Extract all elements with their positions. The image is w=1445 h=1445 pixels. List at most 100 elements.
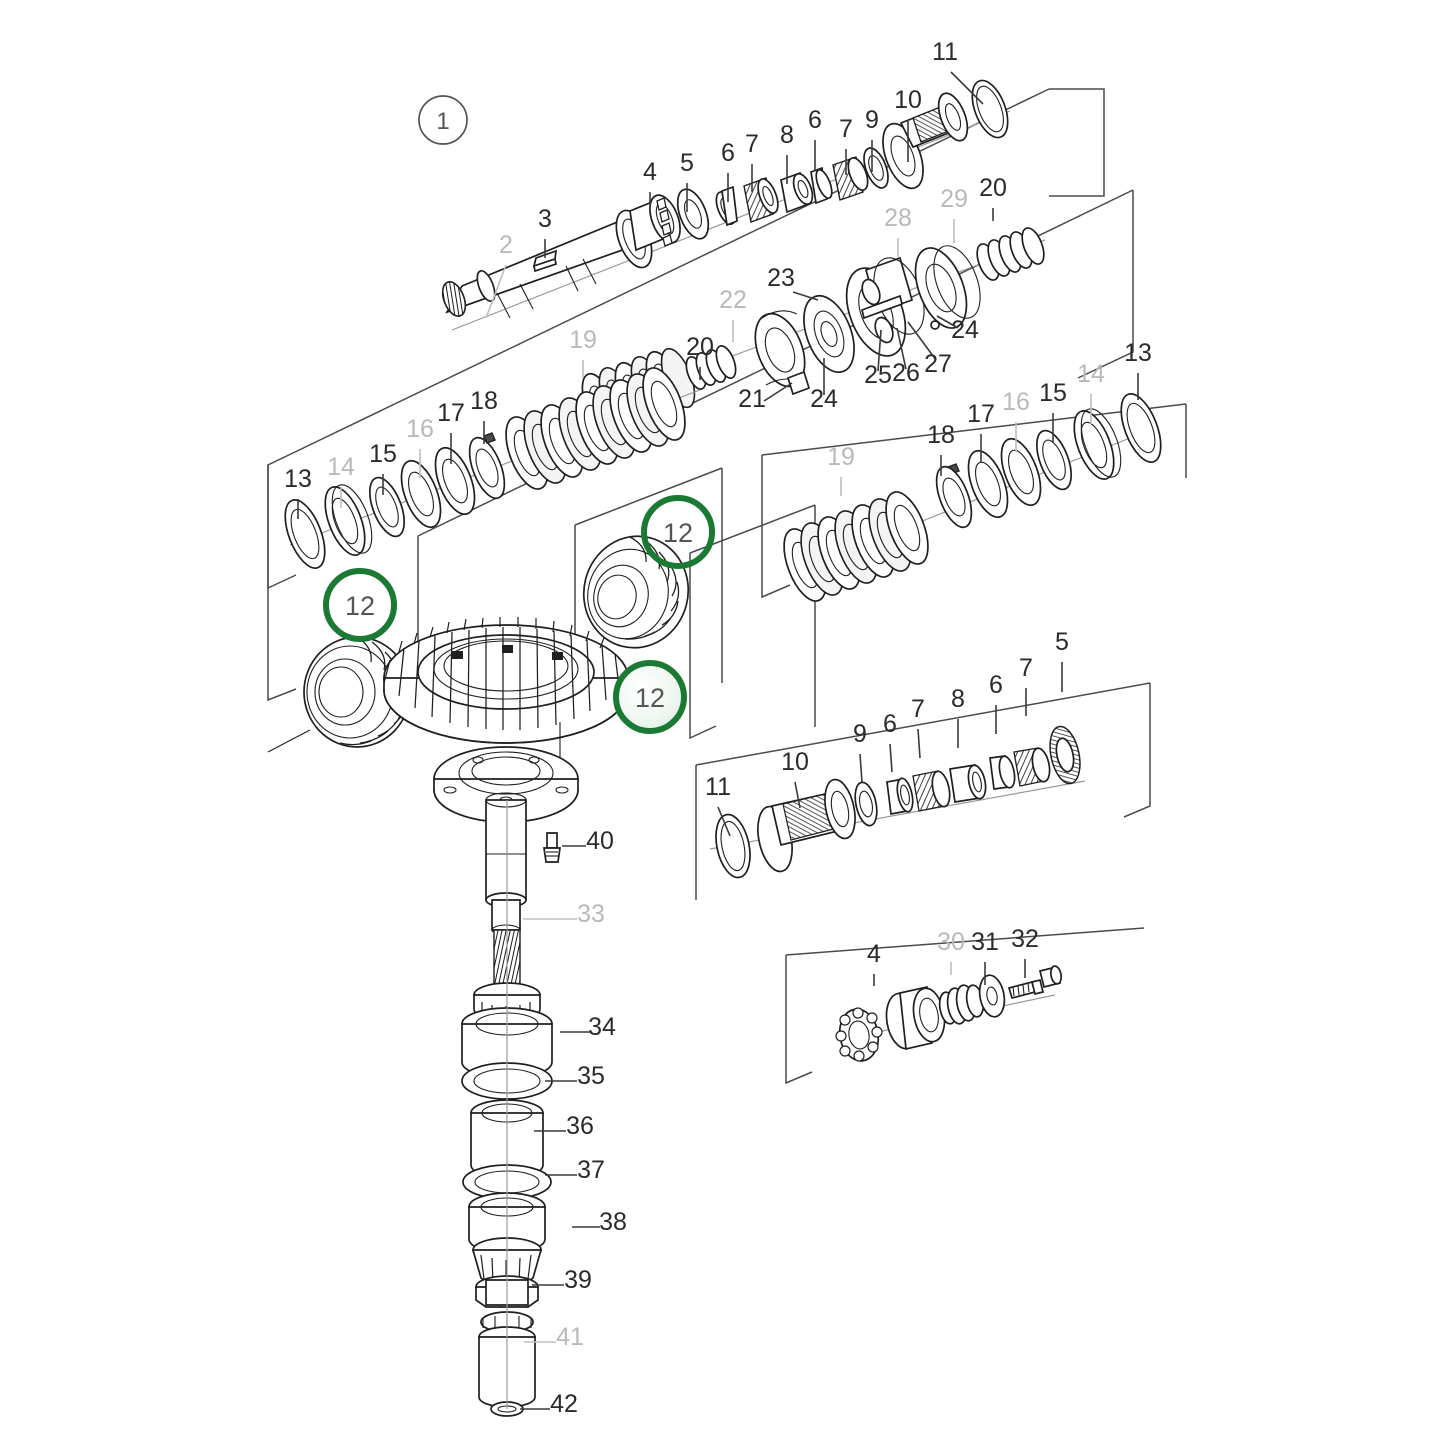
callout-leader bbox=[485, 264, 507, 319]
hub-column bbox=[461, 792, 561, 1417]
callout-leader bbox=[877, 329, 882, 372]
callout-label: 4 bbox=[867, 940, 881, 968]
callout-label: 24 bbox=[810, 385, 838, 413]
part-race-4b bbox=[885, 985, 946, 1051]
highlight-label: 12 bbox=[345, 591, 375, 621]
frame-left-pack bbox=[267, 465, 297, 702]
callout-label: 16 bbox=[1002, 388, 1030, 416]
callout-leader bbox=[917, 728, 921, 759]
callout-leader bbox=[792, 291, 819, 301]
callout-18: 18 bbox=[927, 421, 955, 476]
callout-6: 6 bbox=[883, 710, 897, 773]
callout-leader bbox=[794, 781, 801, 809]
callout-7: 7 bbox=[839, 115, 853, 175]
part-bolt-40 bbox=[543, 832, 561, 863]
callout-13: 13 bbox=[284, 465, 312, 519]
frame-right-pack-left bbox=[761, 455, 791, 599]
callout-label: 6 bbox=[721, 139, 735, 167]
callout-15: 15 bbox=[1039, 379, 1067, 443]
callout-24: 24 bbox=[810, 358, 838, 413]
callout-leader bbox=[717, 806, 731, 837]
callout-10: 10 bbox=[781, 748, 809, 809]
callout-label: 21 bbox=[738, 385, 766, 413]
part-spacer-6a bbox=[715, 185, 738, 227]
callout-label: 28 bbox=[884, 204, 912, 232]
callout-label: 8 bbox=[780, 121, 794, 149]
assembly-ref-label: 1 bbox=[436, 108, 449, 135]
callout-36: 36 bbox=[534, 1112, 594, 1140]
frame-diff-right bbox=[1077, 190, 1134, 379]
part-plate-23 bbox=[803, 294, 855, 374]
part-washer-31 bbox=[978, 974, 1006, 1018]
part-bearing-4 bbox=[615, 194, 681, 269]
callout-22: 22 bbox=[719, 286, 747, 342]
callout-11: 11 bbox=[705, 773, 731, 837]
frame-br-left bbox=[785, 955, 813, 1085]
callout-6: 6 bbox=[808, 106, 822, 170]
part-ring-9 bbox=[863, 147, 889, 189]
callout-leader bbox=[907, 321, 937, 361]
callout-label: 31 bbox=[971, 928, 999, 956]
frame-top-diagonal bbox=[294, 88, 1050, 453]
callout-16: 16 bbox=[1002, 388, 1030, 452]
callout-label: 15 bbox=[1039, 379, 1067, 407]
pinion-shaft-assembly bbox=[709, 725, 1086, 879]
callout-label: 16 bbox=[406, 415, 434, 443]
callout-6: 6 bbox=[989, 671, 1003, 734]
assembly-ref-circle: 1 bbox=[418, 95, 468, 145]
callout-21: 21 bbox=[738, 382, 793, 413]
highlight-ring bbox=[641, 495, 715, 569]
callout-label: 19 bbox=[827, 443, 855, 471]
callout-label: 18 bbox=[470, 387, 498, 415]
callout-14: 14 bbox=[327, 453, 355, 508]
callout-label: 34 bbox=[588, 1013, 616, 1041]
callout-label: 19 bbox=[569, 326, 597, 354]
callout-label: 3 bbox=[538, 205, 552, 233]
callout-29: 29 bbox=[940, 185, 968, 243]
part-cage-4b bbox=[835, 1007, 883, 1062]
callout-label: 20 bbox=[686, 333, 714, 361]
callout-label: 18 bbox=[927, 421, 955, 449]
clutch-pack-right bbox=[783, 393, 1162, 602]
callout-11: 11 bbox=[932, 38, 984, 105]
callout-label: 6 bbox=[989, 671, 1003, 699]
callout-38: 38 bbox=[572, 1208, 627, 1236]
part-snapring-11 bbox=[971, 79, 1009, 139]
callout-17: 17 bbox=[437, 399, 465, 464]
callout-label: 20 bbox=[979, 174, 1007, 202]
callout-27: 27 bbox=[907, 321, 952, 378]
callout-34: 34 bbox=[560, 1013, 616, 1041]
preload-group bbox=[835, 965, 1063, 1062]
callout-label: 27 bbox=[924, 350, 952, 378]
callout-20: 20 bbox=[979, 174, 1007, 221]
callout-label: 10 bbox=[894, 86, 922, 114]
part-bolt-32 bbox=[1007, 965, 1063, 1000]
callout-14: 14 bbox=[1077, 360, 1105, 424]
part-carrier-28 bbox=[845, 256, 925, 357]
callout-39: 39 bbox=[532, 1266, 592, 1294]
callout-label: 13 bbox=[1124, 339, 1152, 367]
part-carrier-21 bbox=[754, 310, 811, 396]
highlight-layer[interactable]: 12 12 12 bbox=[323, 495, 715, 734]
highlight-circle-12-0[interactable]: 12 bbox=[323, 568, 397, 642]
callout-leader bbox=[896, 327, 907, 370]
callout-label: 17 bbox=[437, 399, 465, 427]
callout-17: 17 bbox=[967, 400, 995, 462]
callout-5: 5 bbox=[1055, 628, 1069, 692]
callout-label: 2 bbox=[499, 231, 513, 259]
washers-20-right bbox=[976, 227, 1045, 281]
callout-label: 37 bbox=[577, 1156, 605, 1184]
callout-label: 39 bbox=[564, 1266, 592, 1294]
callout-7: 7 bbox=[1019, 654, 1033, 716]
callout-10: 10 bbox=[894, 86, 922, 162]
callout-label: 38 bbox=[599, 1208, 627, 1236]
callout-label: 7 bbox=[911, 695, 925, 723]
callout-label: 30 bbox=[937, 928, 965, 956]
highlight-label: 12 bbox=[635, 683, 665, 713]
highlight-circle-12-2[interactable]: 12 bbox=[613, 660, 687, 734]
callout-label: 15 bbox=[369, 440, 397, 468]
callout-label: 25 bbox=[864, 361, 892, 389]
highlight-circle-12-1[interactable]: 12 bbox=[641, 495, 715, 569]
